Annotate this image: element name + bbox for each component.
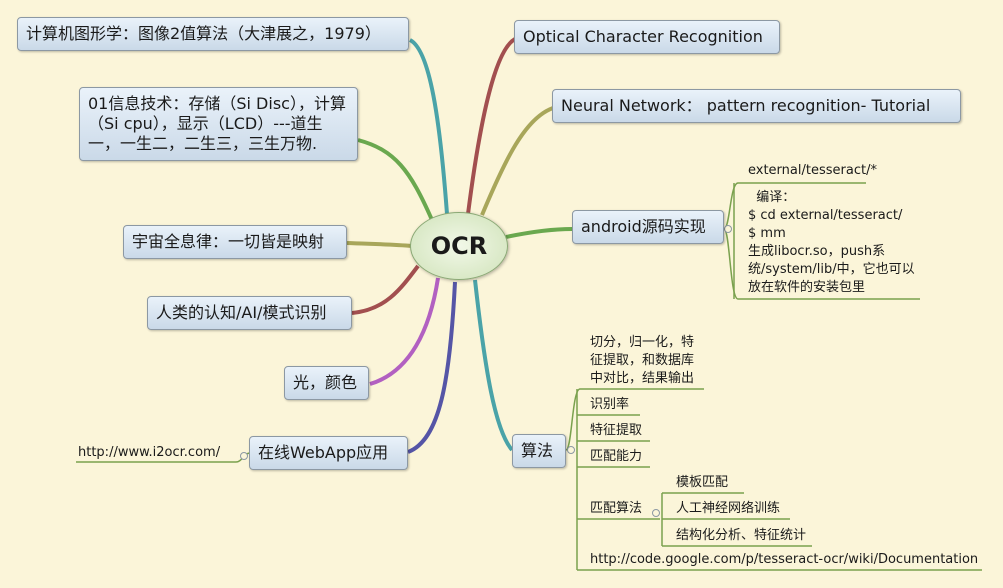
topic-ocr-fullname[interactable]: Optical Character Recognition bbox=[514, 20, 780, 54]
topic-android-impl[interactable]: android源码实现 bbox=[572, 210, 724, 244]
topic-universe[interactable]: 宇宙全息律：一切皆是映射 bbox=[123, 225, 347, 259]
topic-neural-network[interactable]: Neural Network： pattern recognition- Tut… bbox=[552, 89, 961, 123]
android-compile-leaf[interactable]: 编译： $ cd external/tesseract/ $ mm 生成libo… bbox=[748, 190, 915, 295]
topic-graphics[interactable]: 计算机图形学：图像2值算法（大津展之，1979） bbox=[17, 17, 409, 51]
match-template-leaf[interactable]: 模板匹配 bbox=[676, 475, 729, 490]
algo-doc-url-leaf[interactable]: http://code.google.com/p/tesseract-ocr/w… bbox=[590, 552, 979, 567]
branch-cognition bbox=[351, 264, 420, 315]
central-topic[interactable]: OCR bbox=[410, 212, 508, 280]
branch-algo bbox=[473, 279, 514, 452]
branch-nn bbox=[480, 106, 554, 216]
match-neural-training-leaf[interactable]: 人工神经网络训练 bbox=[676, 501, 781, 516]
topic-cognition[interactable]: 人类的认知/AI/模式识别 bbox=[147, 296, 352, 330]
algo-feature-extraction-leaf[interactable]: 特征提取 bbox=[590, 423, 643, 438]
topic-light-color[interactable]: 光，颜色 bbox=[284, 366, 369, 400]
topic-01-info[interactable]: 01信息技术：存储（Si Disc），计算（Si cpu），显示（LCD）---… bbox=[79, 87, 358, 161]
branch-webapp bbox=[407, 281, 457, 454]
algo-steps-leaf[interactable]: 切分，归一化，特征提取，和数据库中对比，结果输出 bbox=[590, 335, 695, 386]
branch-universe bbox=[346, 241, 413, 248]
webapp-url-leaf[interactable]: http://www.i2ocr.com/ bbox=[78, 445, 221, 460]
topic-webapp[interactable]: 在线WebApp应用 bbox=[249, 436, 408, 470]
match-structural-leaf[interactable]: 结构化分析、特征统计 bbox=[676, 528, 807, 543]
topic-algorithm[interactable]: 算法 bbox=[512, 434, 566, 468]
branch-graphics bbox=[408, 38, 449, 215]
algo-matching-algorithm-leaf[interactable]: 匹配算法 bbox=[590, 501, 643, 516]
branch-01info bbox=[357, 138, 434, 221]
android-path-leaf[interactable]: external/tesseract/* bbox=[748, 163, 877, 178]
branch-android bbox=[505, 227, 573, 239]
branch-light bbox=[369, 277, 440, 386]
branch-ocr-name bbox=[466, 37, 517, 215]
algo-matching-ability-leaf[interactable]: 匹配能力 bbox=[590, 449, 643, 464]
algo-recognition-rate-leaf[interactable]: 识别率 bbox=[590, 397, 630, 412]
